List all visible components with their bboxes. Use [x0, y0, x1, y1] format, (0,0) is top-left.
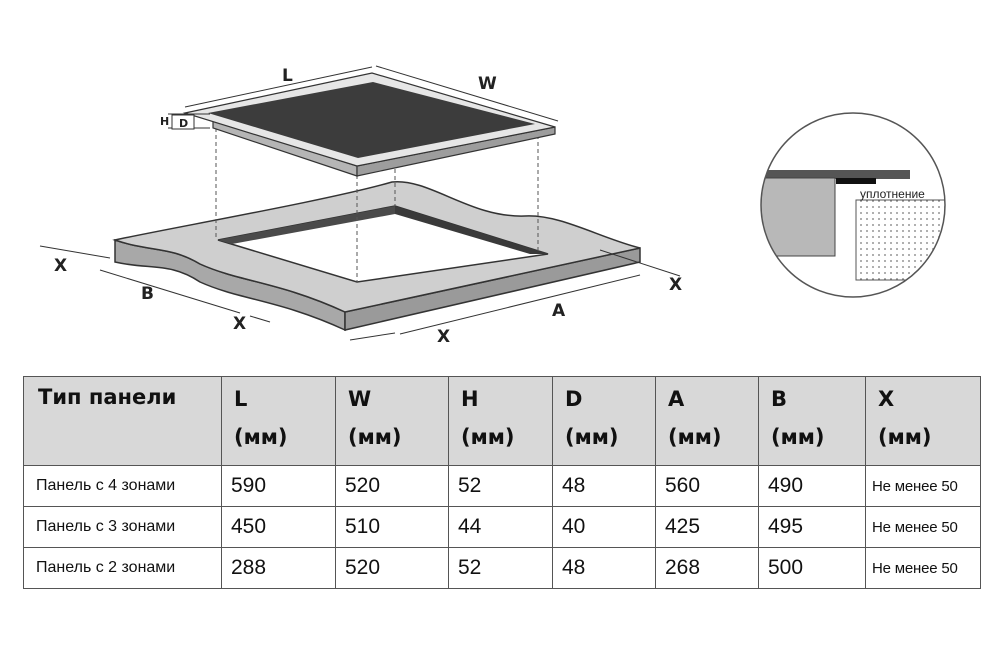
installation-diagram: L W H D X B X X A X уплотнение [39, 65, 946, 347]
header-X: X(мм) [865, 376, 981, 466]
cell-X: Не менее 50 [865, 547, 981, 589]
cell-X: Не менее 50 [865, 465, 981, 507]
cell-W: 520 [335, 547, 449, 589]
cell-L: 450 [221, 506, 336, 548]
header-H: H(мм) [448, 376, 553, 466]
cell-D: 40 [552, 506, 656, 548]
cell-W: 520 [335, 465, 449, 507]
cell-L: 590 [221, 465, 336, 507]
cell-A: 425 [655, 506, 759, 548]
table-row: Панель с 3 зонами 450 510 44 40 425 495 … [23, 506, 981, 548]
label-B: B [141, 284, 154, 304]
header-panel-type: Тип панели [23, 376, 222, 466]
cell-D: 48 [552, 465, 656, 507]
cell-B: 490 [758, 465, 866, 507]
label-W: W [478, 74, 497, 94]
header-D: D(мм) [552, 376, 656, 466]
cell-B: 495 [758, 506, 866, 548]
cell-H: 52 [448, 547, 553, 589]
cooktop-panel [182, 72, 556, 177]
seal-label: уплотнение [860, 187, 925, 201]
table-row: Панель с 4 зонами 590 520 52 48 560 490 … [23, 465, 981, 507]
label-H: H [160, 115, 169, 128]
label-X-bottom-left: X [233, 314, 246, 334]
label-X-bottom: X [437, 327, 450, 347]
header-L: L(мм) [221, 376, 336, 466]
label-D: D [179, 117, 188, 130]
label-X-right: X [669, 275, 682, 295]
cell-L: 288 [221, 547, 336, 589]
header-W: W(мм) [335, 376, 449, 466]
header-B: B(мм) [758, 376, 866, 466]
label-L: L [282, 66, 293, 86]
dimensions-table: Тип панели L(мм) W(мм) H(мм) D(мм) A(мм)… [23, 376, 981, 589]
table-header-row: Тип панели L(мм) W(мм) H(мм) D(мм) A(мм)… [23, 376, 981, 466]
cell-W: 510 [335, 506, 449, 548]
cell-H: 52 [448, 465, 553, 507]
label-A: A [552, 301, 566, 321]
seal-detail: уплотнение [760, 112, 946, 298]
cell-H: 44 [448, 506, 553, 548]
cell-A: 560 [655, 465, 759, 507]
cell-type: Панель с 4 зонами [23, 465, 222, 507]
cell-D: 48 [552, 547, 656, 589]
cell-X: Не менее 50 [865, 506, 981, 548]
countertop [112, 181, 641, 332]
cell-B: 500 [758, 547, 866, 589]
cell-type: Панель с 3 зонами [23, 506, 222, 548]
label-X-left: X [54, 256, 67, 276]
cell-A: 268 [655, 547, 759, 589]
dimension-lines [39, 65, 681, 341]
table-row: Панель с 2 зонами 288 520 52 48 268 500 … [23, 547, 981, 589]
header-A: A(мм) [655, 376, 759, 466]
cell-type: Панель с 2 зонами [23, 547, 222, 589]
